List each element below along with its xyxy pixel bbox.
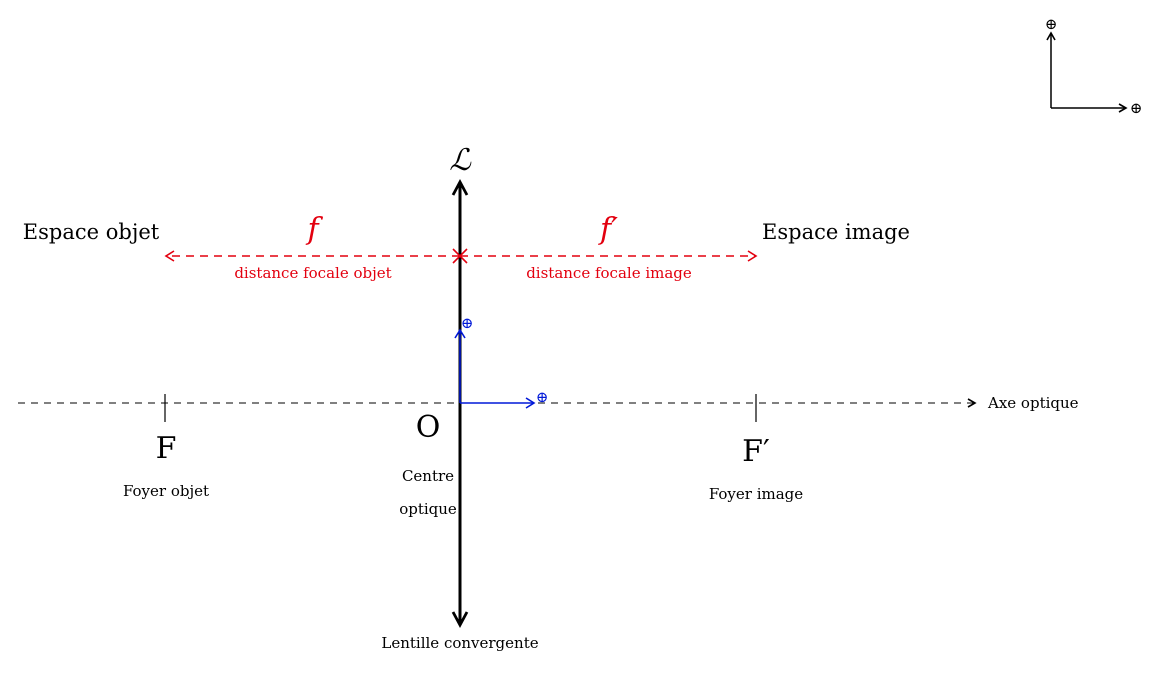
image-focal-caption: distance focale image	[526, 264, 692, 282]
optical-center-caption-line1: Centre	[402, 467, 454, 485]
axis-points: F Foyer objet O Centre optique F′ Foyer …	[123, 394, 803, 518]
lens-caption: Lentille convergente	[381, 634, 538, 652]
converging-lens: ℒ Lentille convergente	[381, 143, 538, 652]
orientation-frame: ⊕ ⊕	[1045, 15, 1143, 117]
lens-symbol: ℒ	[449, 143, 472, 178]
optical-axis: Axe optique	[18, 394, 1079, 412]
lens-center-cross	[452, 248, 468, 264]
image-space-label: Espace image	[762, 220, 910, 244]
orientation-x-sign: ⊕	[1130, 99, 1143, 117]
object-focal-caption: distance focale objet	[234, 264, 391, 282]
image-focus-name: F′	[742, 434, 770, 469]
object-focus-caption: Foyer objet	[123, 482, 209, 500]
image-focus-caption: Foyer image	[709, 485, 803, 503]
spaces: Espace objet Espace image	[23, 220, 910, 244]
orientation-y-sign: ⊕	[1045, 15, 1058, 33]
local-y-sign: ⊕	[461, 314, 474, 332]
optical-center-caption-line2: optique	[399, 500, 457, 518]
image-focal-symbol: f′	[598, 212, 618, 247]
axis-label: Axe optique	[987, 394, 1079, 412]
object-space-label: Espace objet	[23, 220, 160, 244]
local-frame: ⊕ ⊕	[454, 314, 549, 409]
local-x-sign: ⊕	[536, 388, 549, 406]
object-focus-name: F	[156, 431, 177, 466]
object-focal-symbol: f	[305, 212, 323, 247]
optical-center-name: O	[416, 410, 441, 445]
